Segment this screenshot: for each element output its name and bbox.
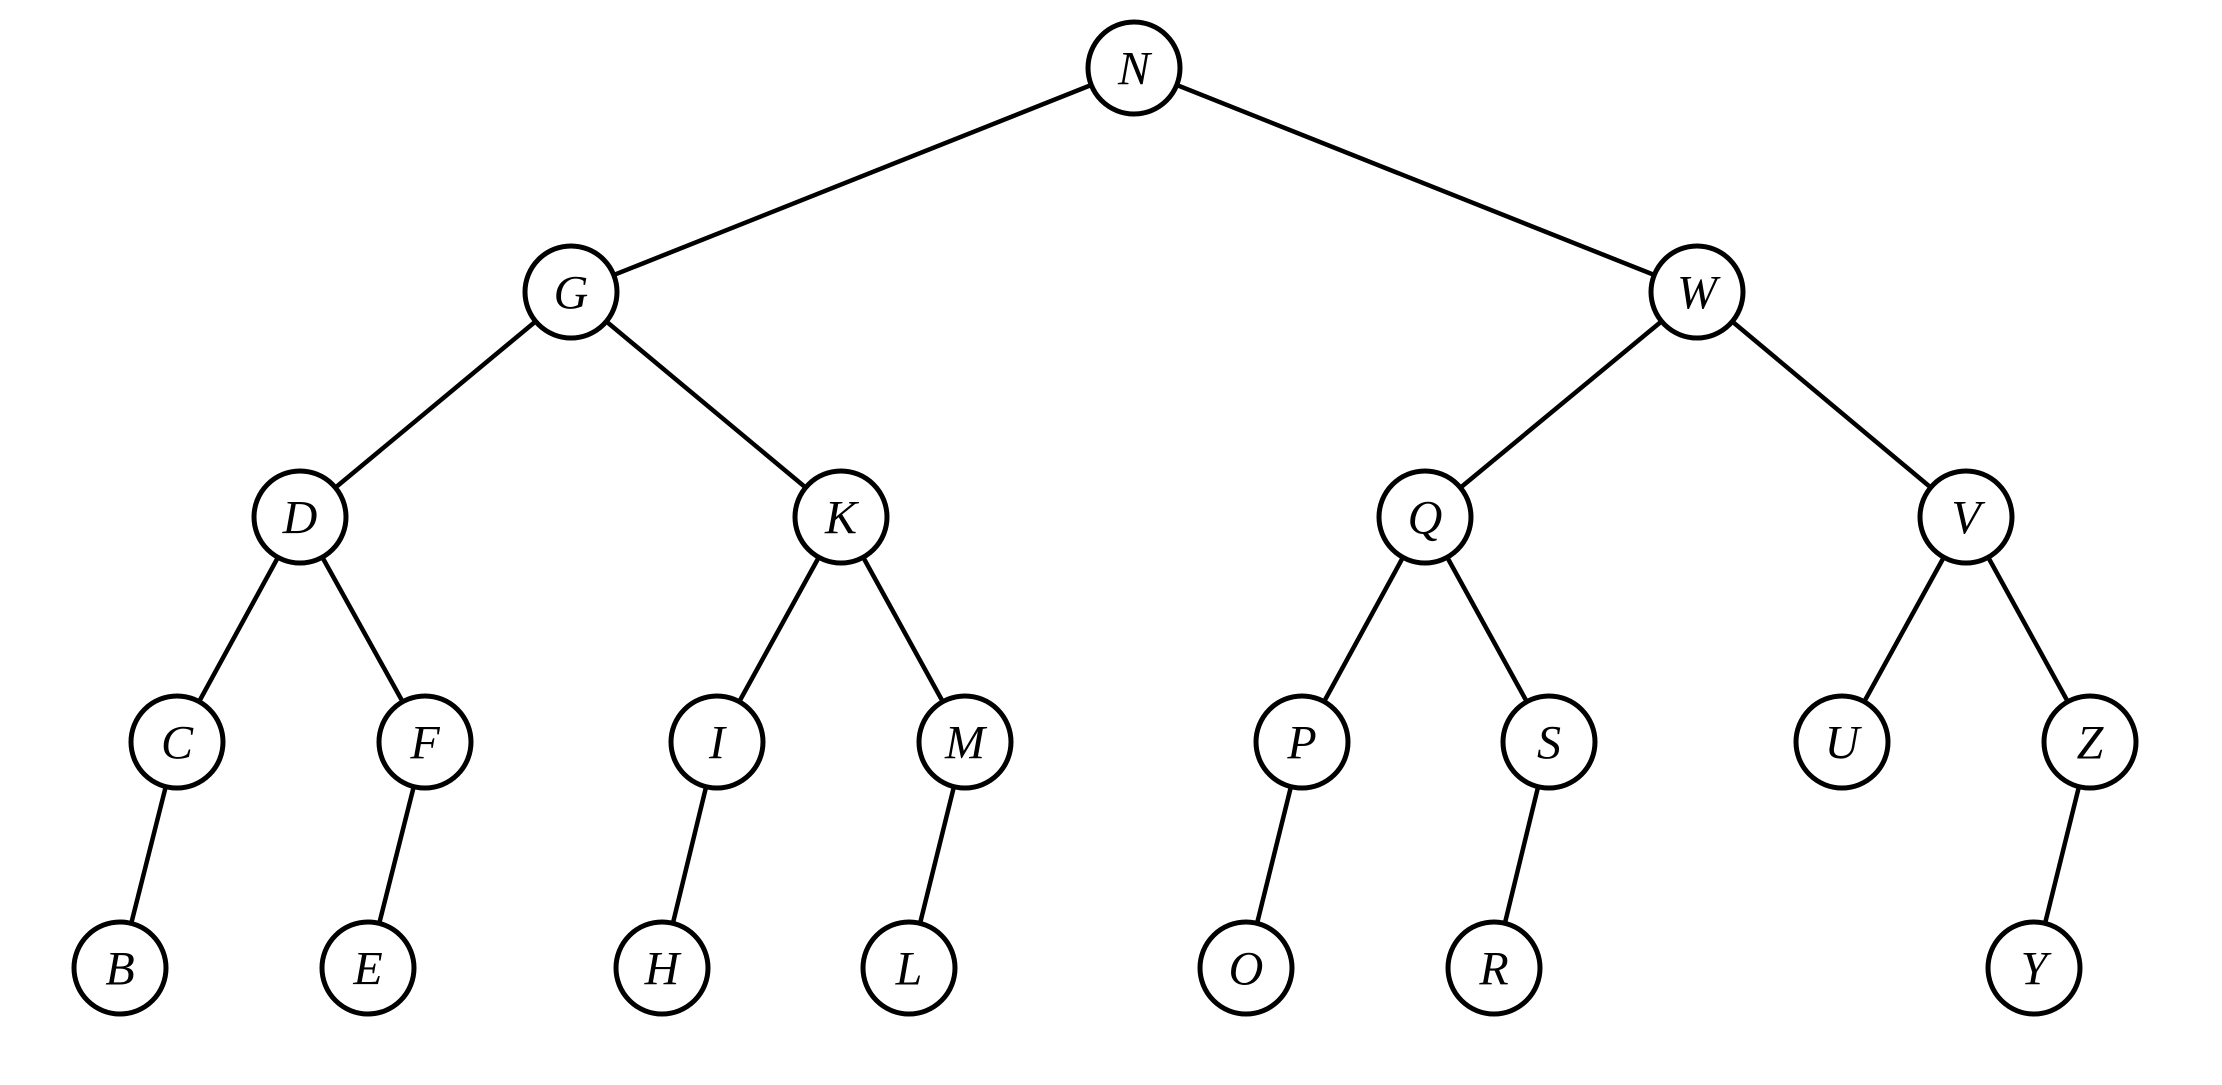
node-circle-K (792, 468, 890, 566)
tree-node-O: O (1197, 919, 1295, 1017)
node-circle-E (319, 919, 417, 1017)
node-circle-C (128, 693, 226, 791)
node-label-E: E (352, 942, 382, 995)
node-label-D: D (282, 491, 318, 544)
node-label-R: R (1478, 942, 1508, 995)
node-label-S: S (1537, 716, 1561, 769)
node-label-Q: Q (1408, 491, 1443, 544)
tree-node-D: D (251, 468, 349, 566)
node-circle-N (1085, 19, 1183, 117)
node-circle-S (1500, 693, 1598, 791)
tree-node-E: E (319, 919, 417, 1017)
node-circle-B (71, 919, 169, 1017)
tree-node-Q: Q (1376, 468, 1474, 566)
tree-node-V: V (1917, 468, 2015, 566)
node-label-L: L (895, 942, 923, 995)
node-circle-R (1445, 919, 1543, 1017)
tree-node-Z: Z (2041, 693, 2139, 791)
node-circle-U (1793, 693, 1891, 791)
tree-node-B: B (71, 919, 169, 1017)
tree-node-P: P (1253, 693, 1351, 791)
node-circle-G (522, 243, 620, 341)
node-label-Y: Y (2021, 942, 2052, 995)
node-label-K: K (824, 491, 860, 544)
node-label-V: V (1951, 491, 1985, 544)
tree-node-F: F (376, 693, 474, 791)
node-circle-F (376, 693, 474, 791)
tree-node-M: M (916, 693, 1014, 791)
edge-W-Q (1423, 290, 1699, 519)
node-label-G: G (554, 266, 589, 319)
tree-node-I: I (668, 693, 766, 791)
node-circle-Z (2041, 693, 2139, 791)
node-circle-V (1917, 468, 2015, 566)
node-label-N: N (1117, 42, 1153, 95)
tree-node-K: K (792, 468, 890, 566)
edge-G-D (298, 290, 573, 519)
node-label-I: I (708, 716, 727, 769)
node-label-H: H (644, 942, 682, 995)
node-label-U: U (1825, 716, 1863, 769)
tree-node-R: R (1445, 919, 1543, 1017)
edge-N-G (570, 65, 1135, 295)
node-label-W: W (1677, 266, 1721, 319)
node-circle-Y (1985, 919, 2083, 1017)
node-circle-H (613, 919, 711, 1017)
node-circle-L (860, 919, 958, 1017)
node-label-F: F (409, 716, 440, 769)
node-label-P: P (1286, 716, 1316, 769)
node-circle-Q (1376, 468, 1474, 566)
node-label-M: M (944, 716, 988, 769)
tree-node-S: S (1500, 693, 1598, 791)
tree-node-H: H (613, 919, 711, 1017)
edge-W-V (1695, 290, 1968, 519)
tree-node-N: N (1085, 19, 1183, 117)
tree-node-U: U (1793, 693, 1891, 791)
node-circle-O (1197, 919, 1295, 1017)
edge-N-W (1133, 65, 1698, 295)
node-circle-I (668, 693, 766, 791)
tree-node-G: G (522, 243, 620, 341)
node-circle-P (1253, 693, 1351, 791)
tree-node-W: W (1648, 243, 1746, 341)
node-label-O: O (1229, 942, 1264, 995)
tree-node-L: L (860, 919, 958, 1017)
tree-node-Y: Y (1985, 919, 2083, 1017)
node-circle-D (251, 468, 349, 566)
node-circle-M (916, 693, 1014, 791)
node-label-Z: Z (2077, 716, 2105, 769)
node-label-C: C (161, 716, 194, 769)
tree-node-C: C (128, 693, 226, 791)
node-label-B: B (105, 942, 134, 995)
edge-G-K (569, 290, 843, 519)
node-circle-W (1648, 243, 1746, 341)
